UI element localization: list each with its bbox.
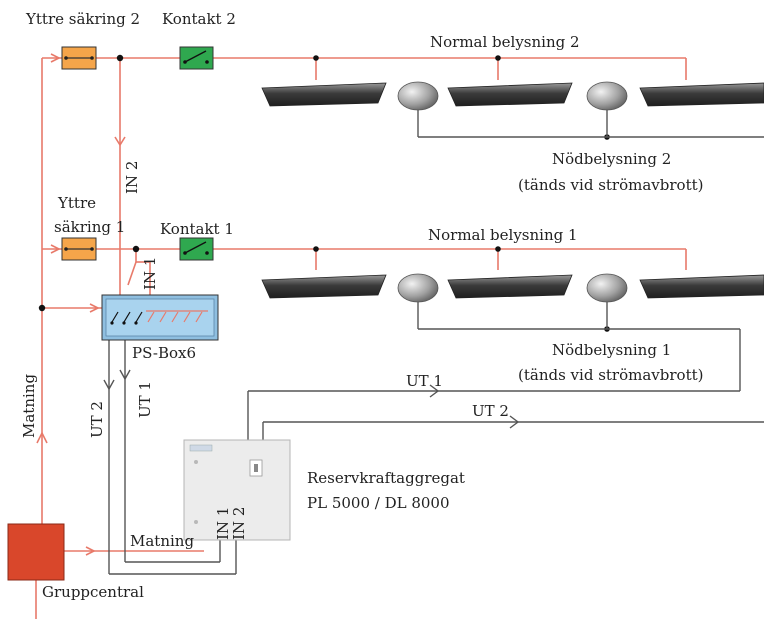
mains-wiring	[35, 53, 687, 619]
emergency-lighting-2-label: Nödbelysning 2	[552, 150, 671, 168]
normal-lighting-1-label: Normal belysning 1	[428, 226, 578, 244]
group-panel	[7, 523, 65, 581]
generator-label-line2: PL 5000 / DL 8000	[307, 494, 450, 512]
contact-2-label: Kontakt 2	[162, 10, 236, 28]
emergency-lighting-1-note: (tänds vid strömavbrott)	[518, 366, 703, 384]
contact-1-label: Kontakt 1	[160, 220, 234, 238]
contact-2	[179, 46, 214, 70]
emergency-dome-lamp-icon	[586, 273, 628, 303]
ps-box-label: PS-Box6	[132, 344, 196, 362]
lamp-row-1	[261, 273, 764, 303]
outer-fuse-2-label: Yttre säkring 2	[25, 10, 140, 28]
labels: Yttre säkring 2 Kontakt 2 Normal belysni…	[20, 10, 703, 601]
fluorescent-lamp-icon	[447, 274, 573, 299]
generator-in-1-label: IN 1	[214, 507, 232, 540]
ut-1-vertical-label: UT 1	[136, 381, 154, 418]
outer-fuse-1-label-line2: säkring 1	[54, 218, 125, 236]
ut-1-horizontal-label: UT 1	[406, 372, 443, 390]
emergency-lighting-1-label: Nödbelysning 1	[552, 341, 671, 359]
outer-fuse-1	[61, 237, 97, 261]
lamp-row-2	[261, 81, 764, 111]
contact-1	[179, 237, 214, 261]
ut-2-vertical-label: UT 2	[88, 401, 106, 438]
in-1-vertical-label: IN 1	[141, 257, 159, 290]
group-panel-label: Gruppcentral	[42, 583, 144, 601]
emergency-dome-lamp-icon	[397, 81, 439, 111]
feed-horizontal-label: Matning	[130, 532, 194, 550]
reserve-generator-unit	[183, 439, 291, 541]
emergency-wiring	[103, 108, 764, 575]
switch-bank-icon	[110, 310, 208, 325]
emergency-dome-lamp-icon	[586, 81, 628, 111]
generator-label-line1: Reservkraftaggregat	[307, 469, 465, 487]
feed-vertical-label: Matning	[20, 374, 38, 438]
generator-in-2-label: IN 2	[230, 507, 248, 540]
fluorescent-lamp-icon	[261, 82, 387, 107]
fluorescent-lamp-icon	[639, 82, 764, 107]
outer-fuse-2	[61, 46, 97, 70]
ps-box6	[101, 294, 219, 341]
fluorescent-lamp-icon	[639, 274, 764, 299]
in-2-vertical-label: IN 2	[123, 161, 141, 194]
fluorescent-lamp-icon	[261, 274, 387, 299]
normal-lighting-2-label: Normal belysning 2	[430, 33, 580, 51]
ut-2-horizontal-label: UT 2	[472, 402, 509, 420]
fluorescent-lamp-icon	[447, 82, 573, 107]
emergency-lighting-2-note: (tänds vid strömavbrott)	[518, 176, 703, 194]
outer-fuse-1-label-line1: Yttre	[57, 194, 96, 212]
emergency-dome-lamp-icon	[397, 273, 439, 303]
